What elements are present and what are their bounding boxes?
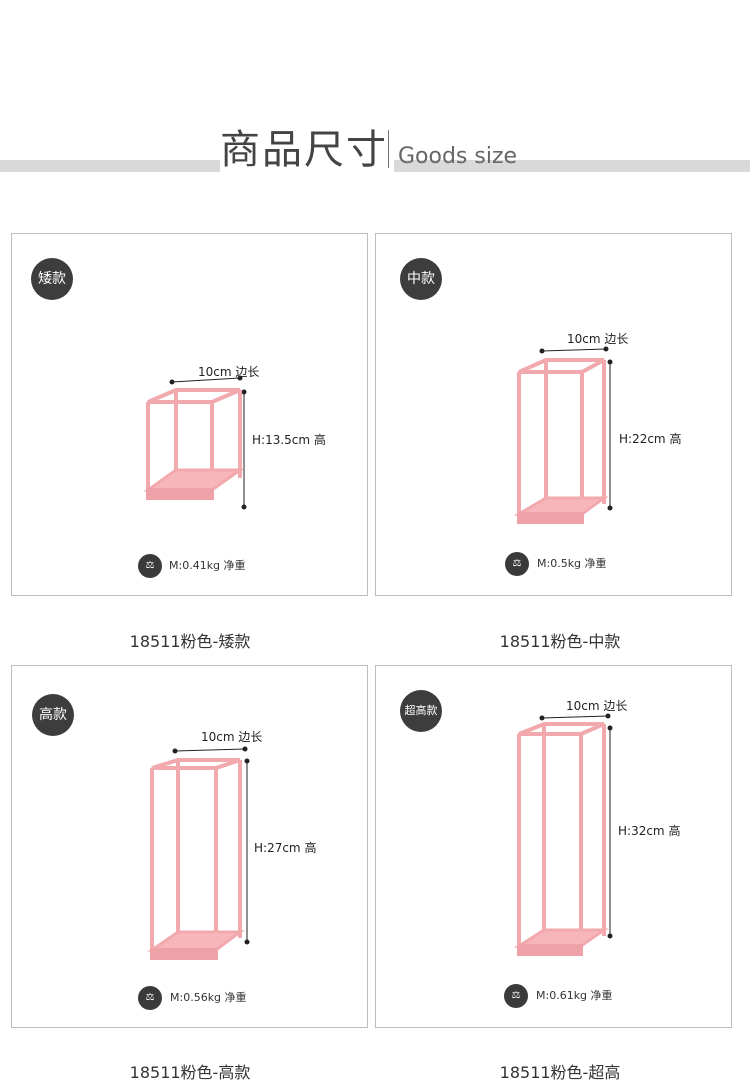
product-card-tall: 高款 10cm 边长 H:27cm 高 ⚖ M:0.56kg 净重 (11, 665, 368, 1028)
frame-illustration-short (143, 375, 247, 510)
header-divider (388, 130, 389, 168)
weight-label-short: M:0.41kg 净重 (169, 559, 246, 572)
frame-illustration-extra-tall (513, 713, 613, 956)
product-card-short: 矮款 10cm 边长 H:13.5cm 高 ⚖ M:0.41kg 净重 (11, 233, 368, 596)
scale-icon: ⚖ (138, 986, 162, 1010)
height-label-short: H:13.5cm 高 (252, 433, 326, 447)
width-label-medium: 10cm 边长 (567, 332, 629, 346)
scale-icon: ⚖ (138, 554, 162, 578)
width-label-extra-tall: 10cm 边长 (566, 699, 628, 713)
caption-medium: 18511粉色-中款 (499, 632, 621, 651)
caption-tall: 18511粉色-高款 (129, 1063, 251, 1082)
caption-short: 18511粉色-矮款 (129, 632, 251, 651)
scale-icon: ⚖ (504, 984, 528, 1008)
badge-extra-tall: 超高款 (400, 690, 442, 732)
height-label-medium: H:22cm 高 (619, 432, 682, 446)
badge-tall: 高款 (32, 694, 74, 736)
product-card-medium: 中款 10cm 边长 H:22cm 高 ⚖ M:0.5kg 净重 (375, 233, 732, 596)
frame-illustration-tall (147, 746, 250, 960)
header-title-en: Goods size (398, 144, 518, 169)
height-label-tall: H:27cm 高 (254, 841, 317, 855)
weight-label-medium: M:0.5kg 净重 (537, 557, 607, 570)
width-label-short: 10cm 边长 (198, 365, 260, 379)
weight-label-tall: M:0.56kg 净重 (170, 991, 247, 1004)
width-label-tall: 10cm 边长 (201, 730, 263, 744)
weight-label-extra-tall: M:0.61kg 净重 (536, 989, 613, 1002)
scale-icon: ⚖ (505, 552, 529, 576)
badge-short: 矮款 (31, 258, 73, 300)
frame-illustration-medium (513, 346, 613, 524)
header-title-cn: 商品尺寸 (220, 126, 394, 174)
product-card-extra-tall: 超高款 10cm 边长 H:32cm 高 ⚖ M:0.61kg 净重 (375, 665, 732, 1028)
badge-medium: 中款 (400, 258, 442, 300)
section-header: 商品尺寸 Goods size (0, 0, 750, 200)
height-label-extra-tall: H:32cm 高 (618, 824, 681, 838)
caption-extra-tall: 18511粉色-超高 (499, 1063, 621, 1082)
